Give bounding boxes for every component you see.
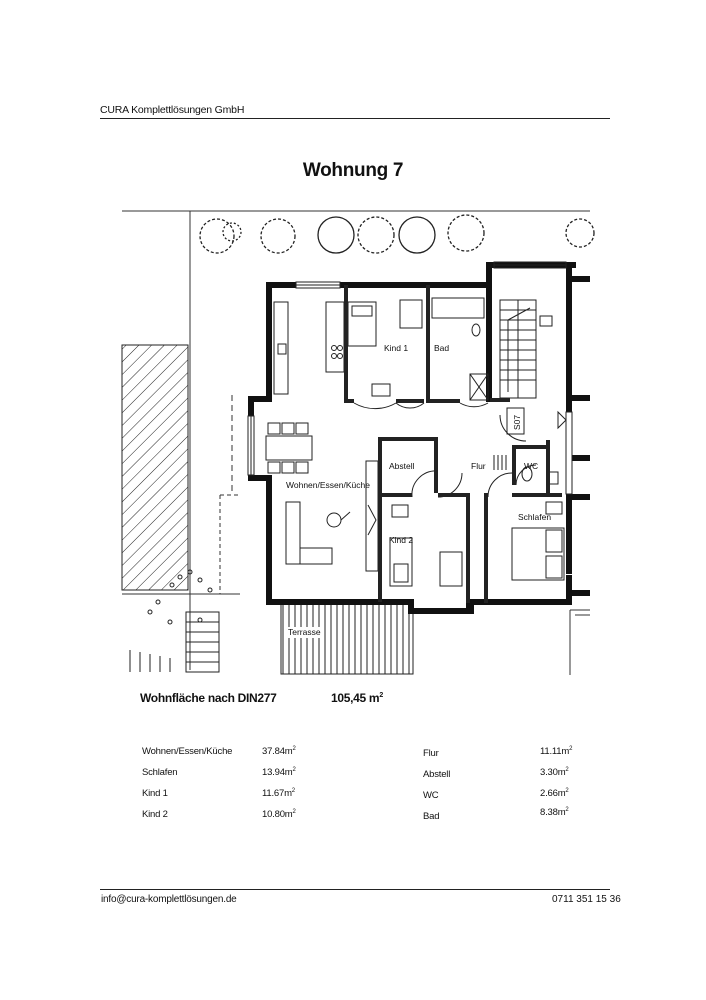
room-area: 11.67m2 bbox=[262, 788, 295, 800]
label-schlafen: Schlafen bbox=[518, 512, 551, 522]
page-title: Wohnung 7 bbox=[302, 160, 404, 181]
label-abstell: Abstell bbox=[389, 461, 415, 471]
footer-phone: 0711 351 15 36 bbox=[552, 894, 621, 905]
room-area: 11.11m2 bbox=[540, 746, 573, 758]
footer-email: info@cura-komplettlösungen.de bbox=[101, 894, 237, 905]
label-flur: Flur bbox=[471, 461, 486, 471]
room-area: 10.80m2 bbox=[262, 809, 296, 821]
s07-box bbox=[506, 407, 525, 435]
room-name: WC bbox=[423, 790, 439, 801]
company-name: CURA Komplettlösungen GmbH bbox=[100, 104, 245, 116]
room-area: 37.84m2 bbox=[262, 746, 296, 758]
tree-icons bbox=[199, 214, 595, 254]
living-area-value: 105,45 m2 bbox=[331, 691, 383, 705]
label-wohnen: Wohnen/Essen/Küche bbox=[286, 480, 370, 490]
terrace-deck bbox=[280, 603, 414, 675]
garden-steps bbox=[129, 569, 220, 673]
room-area: 2.66m2 bbox=[540, 788, 569, 800]
room-name: Abstell bbox=[423, 769, 451, 780]
label-s07: S07 bbox=[512, 415, 522, 430]
room-name: Schlafen bbox=[142, 767, 178, 778]
room-name: Wohnen/Essen/Küche bbox=[142, 746, 233, 757]
label-kind2: Kind 2 bbox=[389, 535, 413, 545]
footer-rule bbox=[100, 889, 610, 890]
furniture bbox=[265, 297, 565, 587]
room-name: Bad bbox=[423, 811, 440, 822]
room-name: Kind 2 bbox=[142, 809, 168, 820]
neighbour-hatch bbox=[121, 344, 189, 591]
outer-walls bbox=[248, 262, 590, 614]
site-lines bbox=[122, 210, 590, 675]
room-area: 13.94m2 bbox=[262, 767, 296, 779]
header-rule bbox=[100, 118, 610, 119]
room-area: 3.30m2 bbox=[540, 767, 569, 779]
doors bbox=[353, 402, 537, 498]
label-wc: WC bbox=[524, 461, 538, 471]
label-kind1: Kind 1 bbox=[384, 343, 408, 353]
room-name: Kind 1 bbox=[142, 788, 168, 799]
interior-walls bbox=[344, 285, 562, 603]
room-name: Flur bbox=[423, 748, 439, 759]
label-bad: Bad bbox=[434, 343, 449, 353]
living-area-label: Wohnfläche nach DIN277 bbox=[140, 691, 277, 705]
room-area: 8.38m2 bbox=[540, 807, 569, 819]
staircase bbox=[499, 299, 567, 430]
label-terrasse: Terrasse bbox=[288, 627, 321, 637]
windows bbox=[247, 261, 573, 495]
